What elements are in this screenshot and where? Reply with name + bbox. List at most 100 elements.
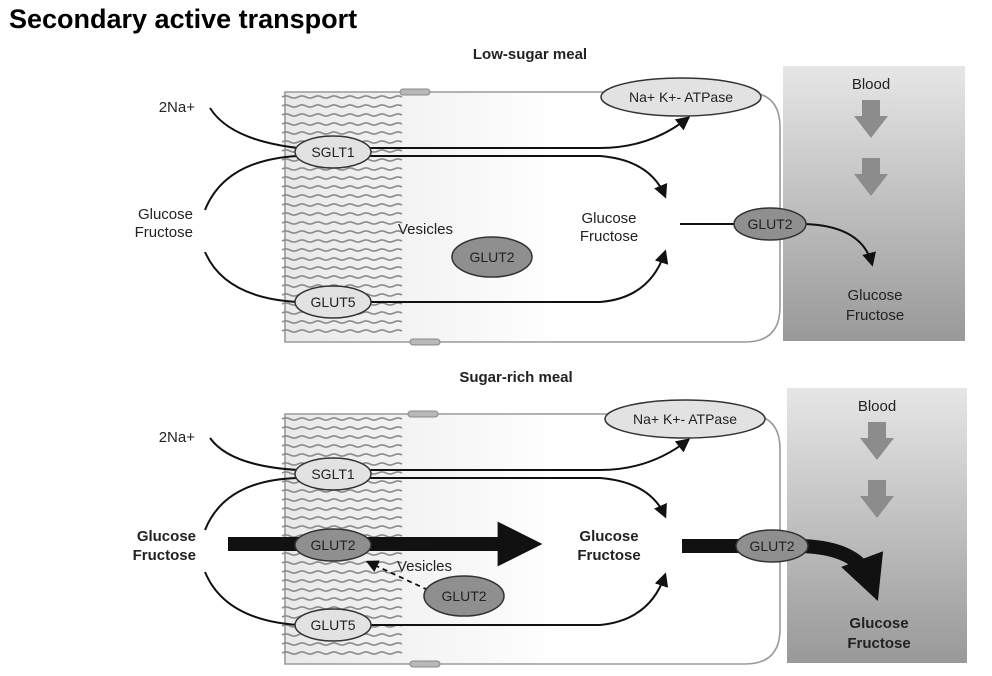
sugar-mid-glucose: Glucose [579, 528, 638, 545]
blood-label: Blood [852, 76, 890, 93]
microvillus [281, 167, 403, 171]
atpase-label: Na+ K+- ATPase [633, 411, 737, 427]
blood-label: Blood [858, 398, 896, 415]
sugar-mid-glucose: Glucose [581, 210, 636, 227]
microvillus [281, 203, 403, 207]
sugar-blood-fructose: Fructose [847, 635, 910, 652]
sglt1-to-cytosol-arrow [368, 155, 668, 199]
panel-low-sugar: Low-sugar meal Blood Na+ K+- ATPase SGLT… [135, 46, 965, 346]
sugar-left-fructose: Fructose [133, 547, 196, 564]
basolateral-glut2-label: GLUT2 [749, 538, 794, 554]
microvillus [281, 95, 403, 99]
vesicles-label: Vesicles [398, 221, 453, 238]
panel-sugar-rich: Sugar-rich meal Blood Na+ K+- ATPase [133, 369, 967, 668]
blood-flow-arrow [860, 422, 894, 460]
microvillus [281, 329, 403, 333]
page-title: Secondary active transport [9, 4, 358, 34]
microvillus [281, 131, 403, 135]
blood-flow-arrow [854, 100, 888, 138]
microvillus [281, 248, 403, 252]
sugar-blood-glucose: Glucose [849, 615, 908, 632]
glut5-label: GLUT5 [310, 294, 355, 310]
microvillus [281, 320, 403, 324]
sglt1-transporter [294, 135, 372, 169]
atpase-pump [600, 77, 762, 117]
sugar-mid-fructose: Fructose [580, 228, 638, 245]
microvillus [281, 597, 403, 601]
apical-glut2 [294, 528, 372, 562]
microvillus [281, 266, 403, 270]
sodium-influx-arrow [209, 107, 299, 149]
microvillus [281, 104, 403, 108]
glut5-to-cytosol-arrow [368, 572, 669, 626]
vesicle-glut2-label: GLUT2 [469, 249, 514, 265]
glucose-to-sglt1-arrow [204, 155, 299, 211]
microvillus [281, 651, 403, 655]
microvillus [281, 489, 403, 493]
glucose-to-sglt1-arrow [204, 477, 299, 531]
panel-heading: Low-sugar meal [473, 46, 587, 63]
apical-glut2-label: GLUT2 [310, 537, 355, 553]
microvillus [281, 444, 403, 448]
sodium-to-pump-arrow [368, 438, 691, 471]
microvillus [281, 570, 403, 574]
microvillus [281, 113, 403, 117]
glut5-label: GLUT5 [310, 617, 355, 633]
sglt1-label: SGLT1 [311, 466, 355, 482]
sodium-influx-arrow [209, 437, 299, 471]
microvillus [281, 185, 403, 189]
fructose-to-glut5-arrow [204, 571, 299, 626]
vesicle-glut2 [451, 236, 533, 278]
vesicle-glut2-label: GLUT2 [441, 588, 486, 604]
sugar-blood-fructose: Fructose [846, 307, 904, 324]
bulk-glut2-to-blood-arrow [801, 539, 884, 601]
sodium-to-pump-arrow [368, 116, 691, 149]
glut5-transporter [294, 608, 372, 642]
fructose-to-glut5-arrow [204, 251, 299, 303]
basolateral-glut2-label: GLUT2 [747, 216, 792, 232]
sglt1-transporter [294, 457, 372, 491]
vesicle-insertion-arrow [365, 560, 429, 591]
blood-flow-arrow [854, 158, 888, 196]
atpase-label: Na+ K+- ATPase [629, 89, 733, 105]
sugar-left-glucose: Glucose [137, 528, 196, 545]
microvillus [281, 579, 403, 583]
microvillus [281, 417, 403, 421]
microvillus [281, 525, 403, 529]
sodium-label: 2Na+ [159, 429, 196, 446]
microvillus [281, 230, 403, 234]
tight-junction [409, 338, 441, 346]
sugar-left-fructose: Fructose [135, 224, 193, 241]
microvillus [281, 176, 403, 180]
microvillus [281, 561, 403, 565]
sodium-label: 2Na+ [159, 99, 196, 116]
microvillus [281, 212, 403, 216]
tight-junction [409, 660, 441, 668]
basolateral-glut2 [733, 207, 807, 241]
basolateral-glut2 [735, 529, 809, 563]
microvillus [281, 453, 403, 457]
sugar-blood-glucose: Glucose [847, 287, 902, 304]
microvillus [281, 122, 403, 126]
brush-border [281, 95, 403, 333]
vesicle-glut2 [423, 575, 505, 617]
microvillus [281, 642, 403, 646]
microvillus [281, 588, 403, 592]
sugar-left-glucose: Glucose [138, 206, 193, 223]
vesicles-label: Vesicles [397, 558, 452, 575]
microvillus [281, 435, 403, 439]
sglt1-label: SGLT1 [311, 144, 355, 160]
microvillus [281, 221, 403, 225]
glut5-transporter [294, 285, 372, 319]
panel-heading: Sugar-rich meal [459, 369, 572, 386]
sglt1-to-cytosol-arrow [368, 477, 667, 519]
tight-junction [399, 88, 431, 96]
microvillus [281, 426, 403, 430]
microvillus [281, 516, 403, 520]
microvillus [281, 194, 403, 198]
tight-junction [407, 410, 439, 418]
glut2-to-blood-arrow [804, 223, 876, 267]
glut5-to-cytosol-arrow [368, 249, 669, 303]
microvillus [281, 239, 403, 243]
